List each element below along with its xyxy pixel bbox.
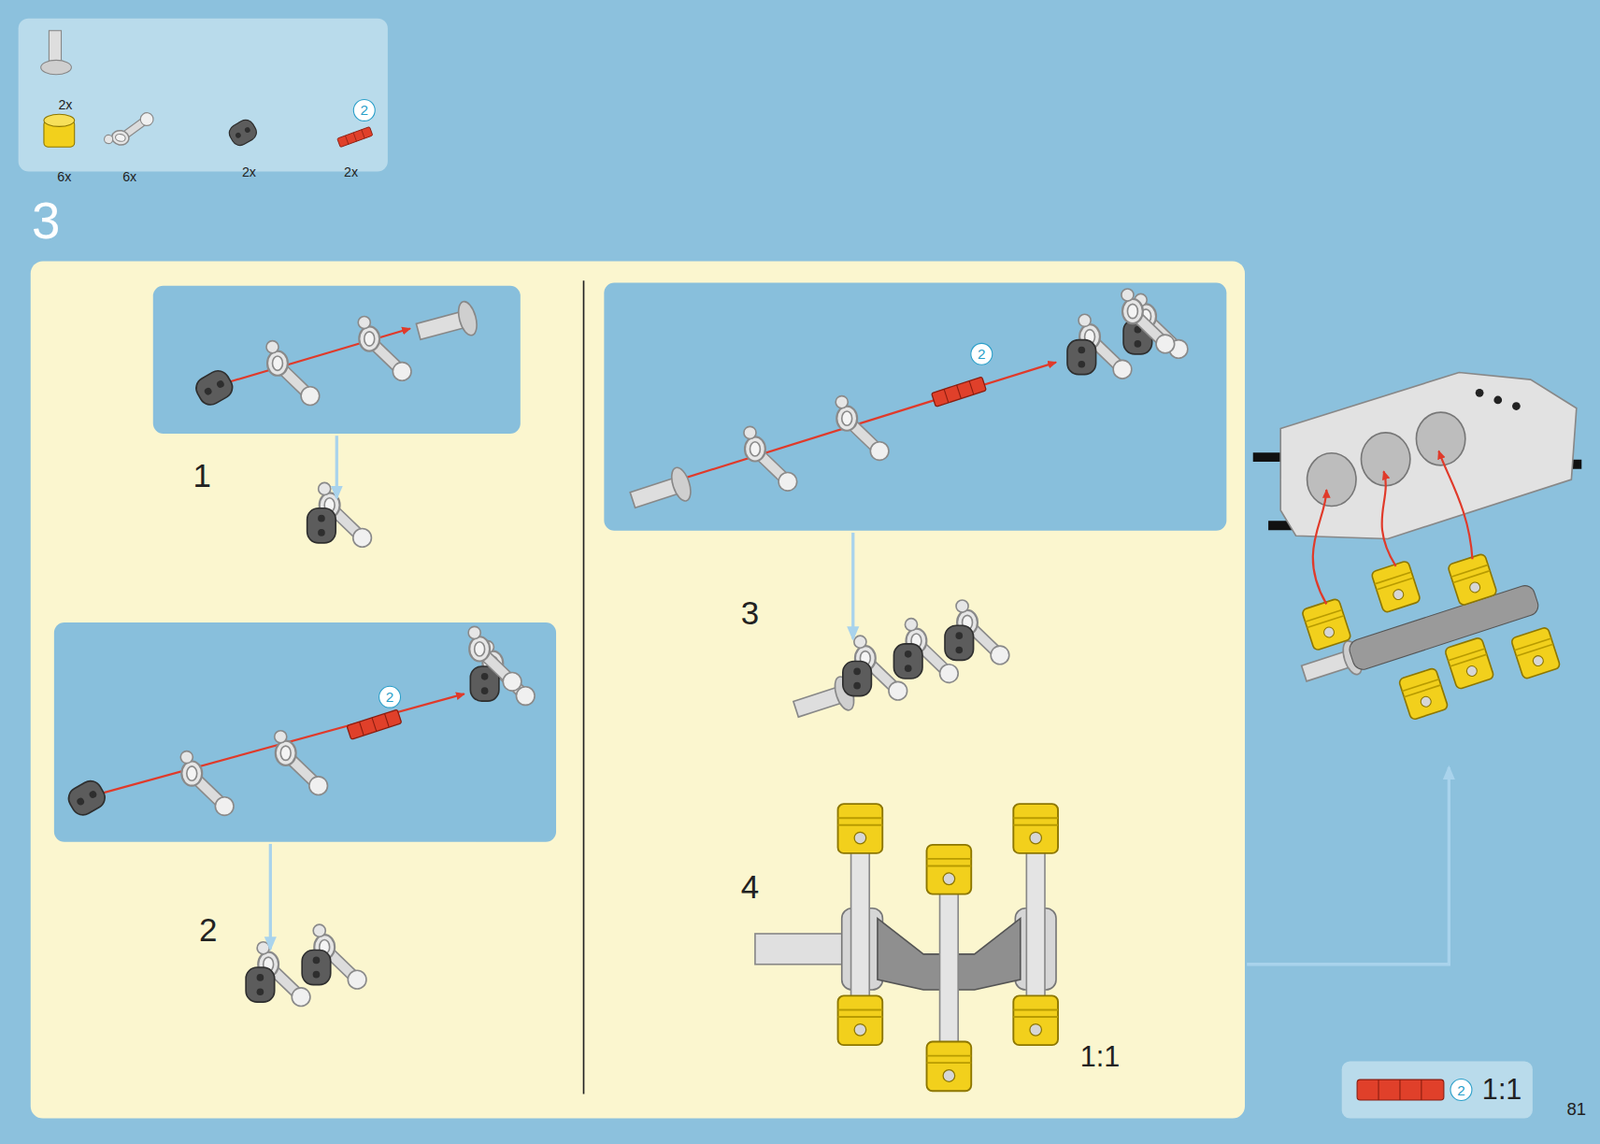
- callout-number: 2: [360, 102, 370, 117]
- callout-number: 2: [385, 689, 395, 704]
- parts-list-box: 2x6x6x2x2x2: [18, 18, 388, 172]
- part-quantity: 6x: [122, 170, 137, 184]
- substep-number: 4: [741, 870, 759, 903]
- callout-number: 2: [1449, 1078, 1472, 1101]
- callout-number: 2: [1457, 1082, 1466, 1097]
- scale-label: 1:1: [1482, 1075, 1523, 1105]
- scale-box: 1:1 2: [1342, 1060, 1533, 1118]
- substep-number: 1: [192, 458, 211, 492]
- scale-label: 1:1: [1080, 1042, 1121, 1072]
- callout-number: 2: [353, 99, 376, 122]
- substep-number: 3: [741, 597, 759, 630]
- callout-number: 2: [378, 685, 401, 709]
- step-number: 3: [31, 196, 60, 248]
- part-quantity: 2x: [242, 165, 257, 179]
- callout-number: 2: [977, 346, 986, 361]
- page-number: 81: [1567, 1100, 1587, 1119]
- callout-number: 2: [970, 342, 993, 366]
- substep-panel: 1 2 3 4 1:1 2 2: [30, 261, 1245, 1119]
- part-quantity: 2x: [57, 98, 72, 112]
- part-quantity: 2x: [343, 165, 358, 179]
- substep-number: 2: [199, 913, 217, 946]
- part-quantity: 6x: [57, 170, 72, 184]
